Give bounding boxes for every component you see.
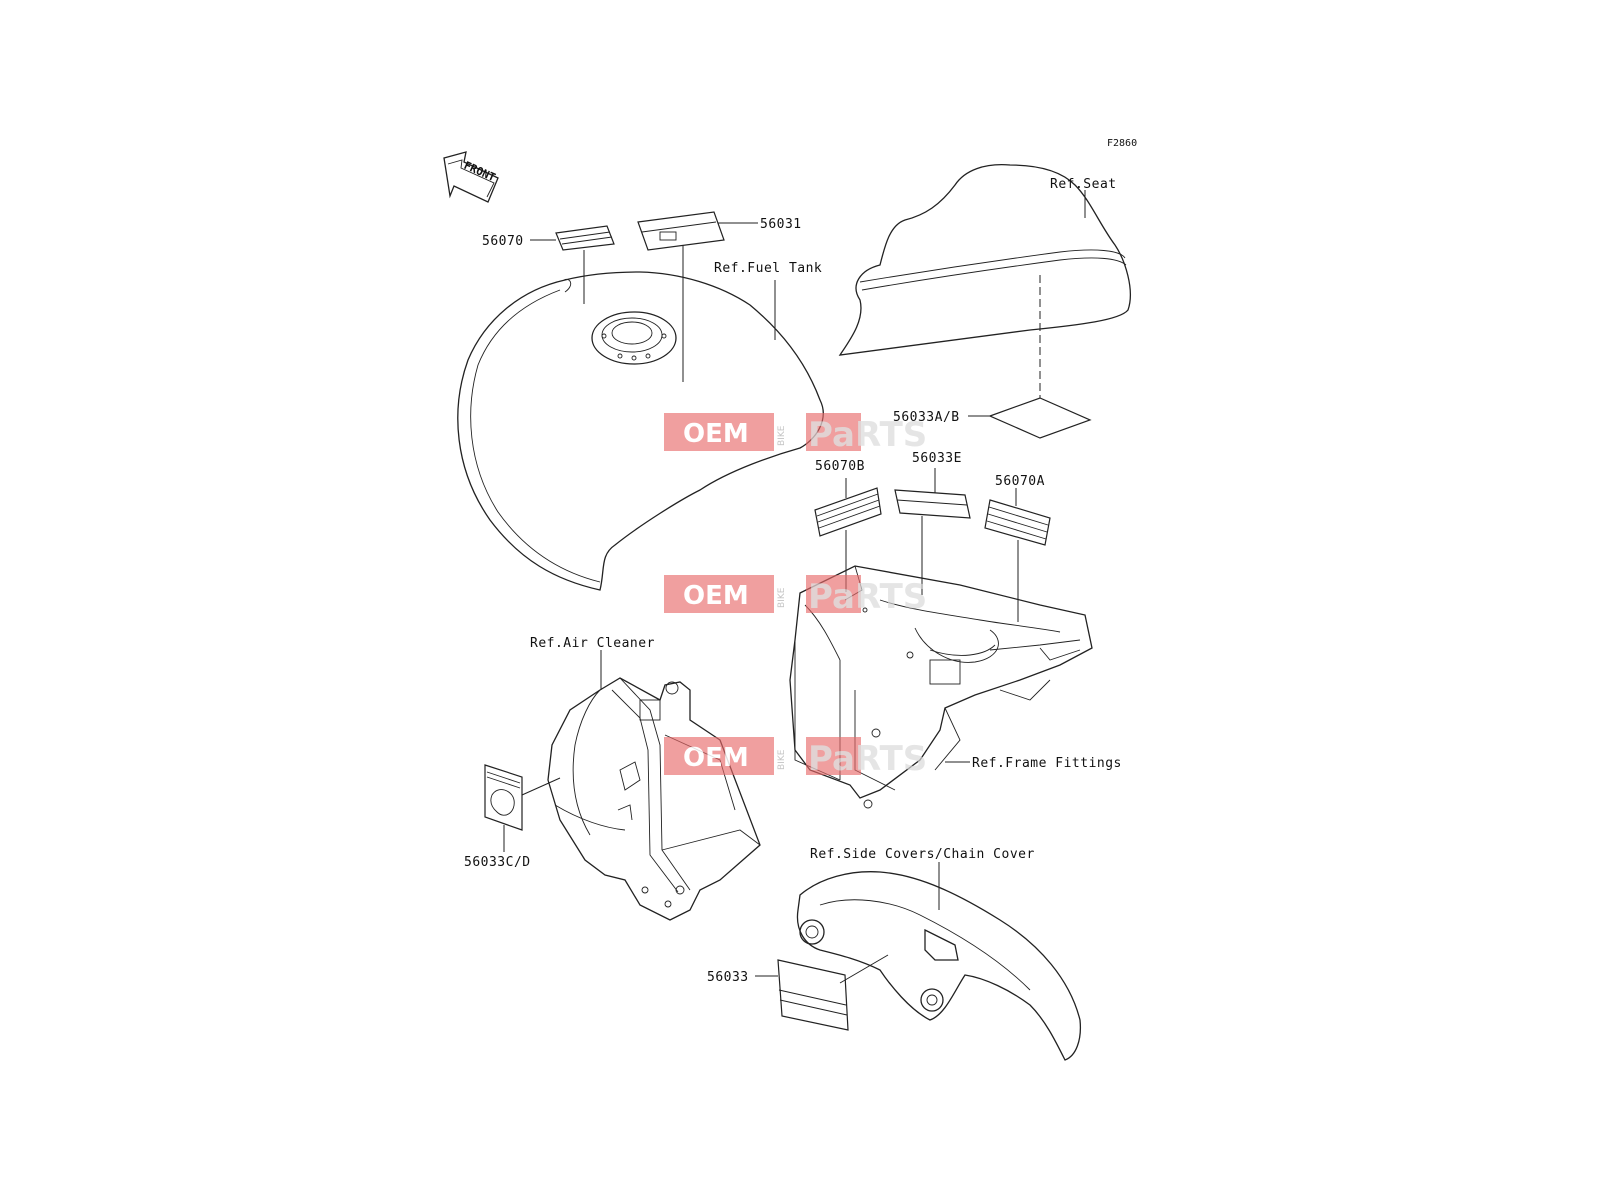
decal-56033: 56033 (707, 954, 889, 1031)
label-56033cd: 56033C/D (464, 855, 531, 870)
air-cleaner (547, 677, 761, 921)
decal-56070b: 56070B (814, 459, 882, 592)
decal-56070a: 56070A (984, 474, 1051, 622)
label-frame-fittings: Ref.Frame Fittings (972, 756, 1122, 771)
watermark-middle: OEM BIKE PaRTS (664, 575, 927, 617)
decal-56070: 56070 (482, 225, 615, 304)
seat (838, 164, 1131, 412)
label-side-covers: Ref.Side Covers/Chain Cover (810, 847, 1035, 862)
side-chain-cover (796, 871, 1082, 1061)
decal-56033ab: 56033A/B (893, 397, 1092, 439)
label-56031: 56031 (760, 217, 802, 232)
svg-text:OEM: OEM (683, 419, 749, 449)
watermark-bottom: OEM BIKE PaRTS (664, 737, 927, 779)
diagram-code: F2860 (1107, 138, 1137, 149)
label-seat: Ref.Seat (1050, 177, 1117, 192)
label-fuel-tank: Ref.Fuel Tank (714, 261, 822, 276)
label-56033e: 56033E (912, 451, 962, 466)
fuel-tank (457, 271, 824, 591)
label-56070a: 56070A (995, 474, 1045, 489)
decal-56033cd: 56033C/D (464, 764, 561, 870)
decal-56033e: 56033E (894, 451, 971, 595)
label-56070b: 56070B (815, 459, 865, 474)
label-air-cleaner: Ref.Air Cleaner (530, 636, 655, 651)
svg-text:BIKE: BIKE (777, 749, 787, 770)
label-56033: 56033 (707, 970, 749, 985)
front-arrow-icon: FRONT (443, 151, 499, 203)
svg-text:PaRTS: PaRTS (808, 415, 927, 455)
decal-56031: 56031 (637, 211, 802, 382)
svg-text:PaRTS: PaRTS (808, 739, 927, 779)
front-arrow-label: FRONT (462, 159, 498, 184)
label-56070: 56070 (482, 234, 524, 249)
svg-text:OEM: OEM (683, 581, 749, 611)
svg-text:BIKE: BIKE (777, 587, 787, 608)
svg-text:OEM: OEM (683, 743, 749, 773)
watermark-top: OEM BIKE PaRTS (664, 413, 927, 455)
label-56033ab: 56033A/B (893, 410, 960, 425)
svg-text:PaRTS: PaRTS (808, 577, 927, 617)
svg-text:BIKE: BIKE (777, 425, 787, 446)
